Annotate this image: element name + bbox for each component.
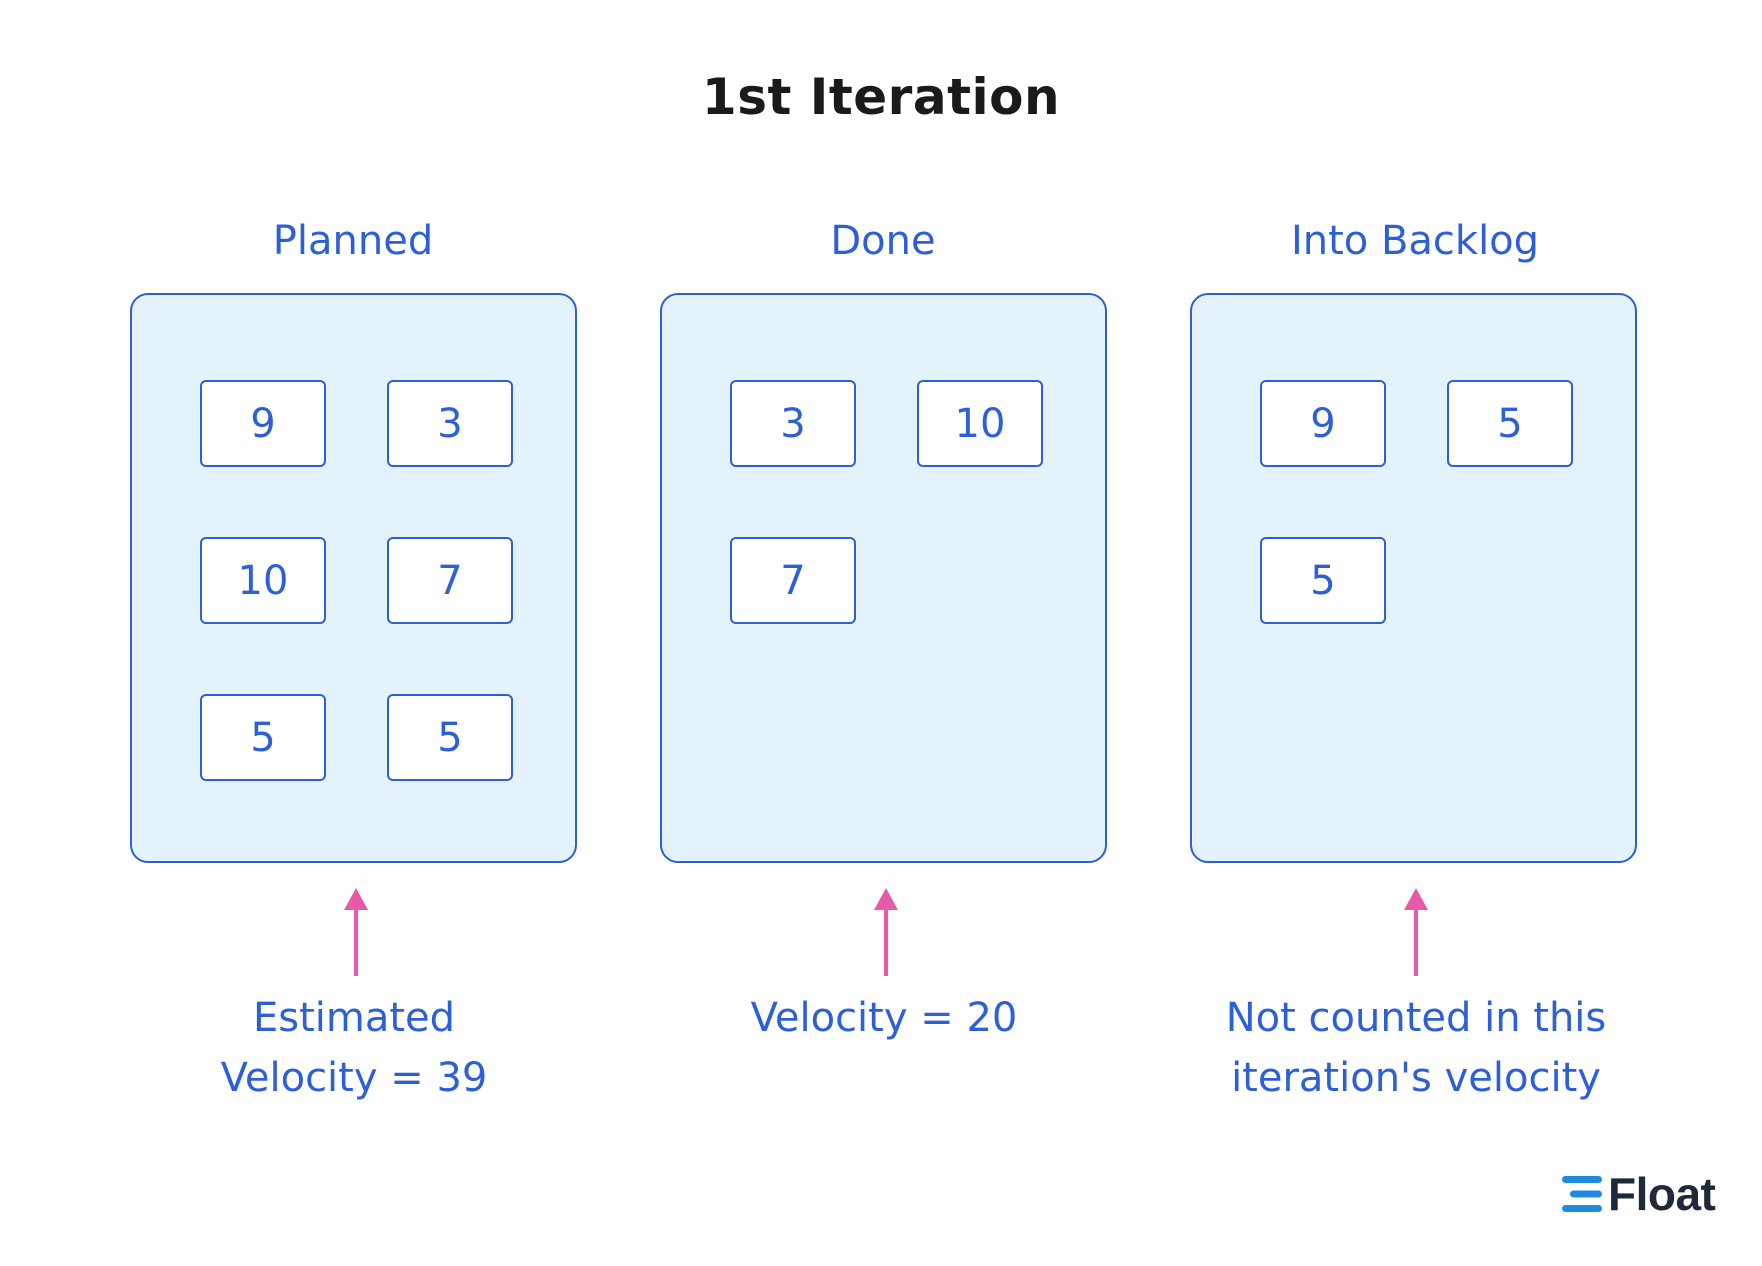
story-card: 9 <box>1260 380 1386 467</box>
story-card: 5 <box>387 694 513 781</box>
story-card: 5 <box>1447 380 1573 467</box>
caption-velocity: Velocity = 20 <box>654 988 1114 1048</box>
caption-line: Velocity = 39 <box>220 1055 488 1101</box>
column-box-done: 3 10 7 <box>660 293 1107 863</box>
story-card: 10 <box>200 537 326 624</box>
up-arrow-icon <box>874 888 898 976</box>
story-card: 10 <box>917 380 1043 467</box>
caption-not-counted: Not counted in this iteration's velocity <box>1186 988 1646 1108</box>
story-card: 9 <box>200 380 326 467</box>
caption-estimated-velocity: Estimated Velocity = 39 <box>124 988 584 1108</box>
caption-line: Velocity = 20 <box>750 995 1018 1041</box>
float-logo-text: Float <box>1608 1168 1716 1220</box>
story-card: 7 <box>387 537 513 624</box>
float-logo-icon <box>1562 1176 1602 1212</box>
story-card: 5 <box>1260 537 1386 624</box>
column-box-planned: 9 3 10 7 5 5 <box>130 293 577 863</box>
caption-line: Estimated <box>252 995 456 1041</box>
column-label-done: Done <box>830 218 936 264</box>
story-card: 3 <box>730 380 856 467</box>
diagram-title: 1st Iteration <box>701 68 1061 126</box>
story-card: 7 <box>730 537 856 624</box>
float-logo: Float <box>1562 1168 1716 1220</box>
column-label-planned: Planned <box>272 218 434 264</box>
column-box-into-backlog: 9 5 5 <box>1190 293 1637 863</box>
caption-line: iteration's velocity <box>1231 1055 1601 1101</box>
story-card: 3 <box>387 380 513 467</box>
up-arrow-icon <box>1404 888 1428 976</box>
caption-line: Not counted in this <box>1225 995 1607 1041</box>
column-label-into-backlog: Into Backlog <box>1290 218 1540 264</box>
story-card: 5 <box>200 694 326 781</box>
up-arrow-icon <box>344 888 368 976</box>
